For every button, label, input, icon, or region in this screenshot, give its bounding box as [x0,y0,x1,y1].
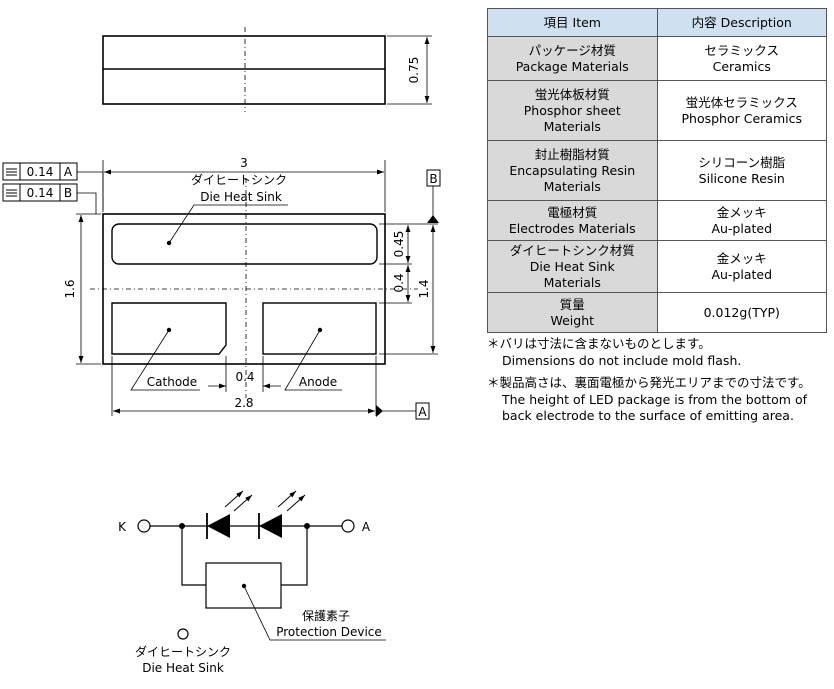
tolerance-b-datum: B [64,186,72,200]
label-die-heat-sink-en: Die Heat Sink [200,190,282,204]
led-2 [258,490,306,539]
terminal-a [341,519,355,533]
note-line: ＊製品高さは、裏面電極から発光エリアまでの寸法です。 [487,375,811,390]
tolerance-a-datum: A [64,165,73,179]
dim-width-top: 3 [240,156,248,170]
dim-height-left: 1.6 [63,279,77,298]
note-line: ＊バリは寸法に含まないものとします。 [487,336,711,351]
terminal-k [137,519,151,533]
dim-pad-gap: 0.4 [235,370,254,384]
dim-width-bottom: 2.8 [234,396,253,410]
dim-upper-pad: 0.45 [392,231,406,258]
led-1 [206,490,253,539]
note-line: The height of LED package is from the bo… [502,391,808,407]
cathode-pad [111,302,227,355]
row-value: 0.012g(TYP) [656,292,827,333]
header-item: 項目 Item [487,8,658,37]
note-line: back electrode to the surface of emittin… [502,408,794,423]
terminal-k-label: K [118,520,127,534]
tolerance-frame-a: 0.14 A [2,162,78,181]
dim-height: 0.75 [407,57,421,84]
label-cathode: Cathode [147,375,197,389]
circuit-schematic: K A 保護素子 Protection Device ダイヒートシンク [118,490,386,675]
top-view: 0.14 A 0.14 B 3 ダイヒートシンク Die H [2,156,441,420]
label-protection-jp: 保護素子 [302,608,350,623]
label-heat-sink-jp: ダイヒートシンク [135,644,231,659]
heat-sink-terminal [177,628,189,640]
label-die-heat-sink-jp: ダイヒートシンク [191,172,287,187]
notes: ＊バリは寸法に含まないものとします。 Dimensions do not inc… [487,336,832,425]
datum-b-box [426,169,441,187]
header-description: 内容 Description [656,8,827,37]
die-heat-sink-pad [111,223,378,265]
tolerance-b-value: 0.14 [27,186,54,200]
label-protection-en: Protection Device [276,625,382,639]
dim-middle-gap: 0.4 [392,273,406,292]
dim-right-overall: 1.4 [417,279,431,298]
tolerance-a-value: 0.14 [27,165,54,179]
anode-pad [262,302,377,355]
label-anode: Anode [299,375,337,389]
datum-b: B [429,172,437,186]
datum-a: A [418,405,427,419]
terminal-a-label: A [362,520,371,534]
tolerance-frame-b: 0.14 B [2,183,78,202]
table-header-row: 項目 Item 内容 Description [487,8,827,37]
label-heat-sink-en: Die Heat Sink [142,661,224,675]
side-view: 0.75 [102,27,432,112]
datum-a-box [415,402,430,420]
note-line: Dimensions do not include mold flash. [502,352,742,368]
